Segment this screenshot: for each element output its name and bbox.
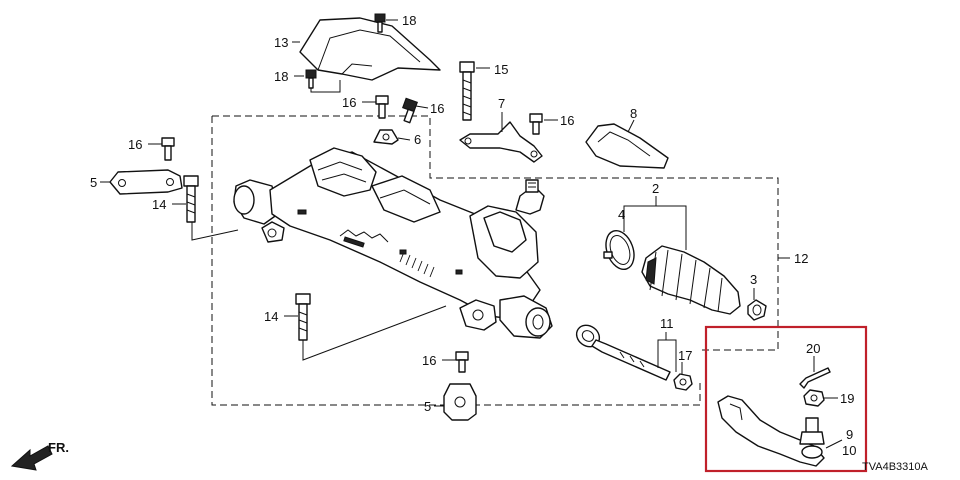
label-16-right: 16 (430, 101, 444, 116)
label-5-top: 5 (90, 175, 97, 190)
label-16-left: 16 (128, 137, 142, 152)
bolt-14-lower (295, 293, 311, 341)
bolt-16-right (402, 97, 418, 124)
front-direction-label: FR. (48, 440, 69, 455)
bolt-16-bottom (455, 351, 469, 373)
label-18-top: 18 (402, 13, 416, 28)
bolt-16-center (375, 95, 389, 119)
label-19: 19 (840, 391, 854, 406)
label-12: 12 (794, 251, 808, 266)
label-17: 17 (678, 348, 692, 363)
heat-shield (299, 17, 441, 81)
nut-17 (673, 373, 693, 391)
label-9: 9 (846, 427, 853, 442)
label-14-lower: 14 (264, 309, 278, 324)
boot-2 (641, 245, 741, 315)
diagram-code: TVA4B3310A (862, 461, 929, 473)
label-15: 15 (494, 62, 508, 77)
bolt-18-side (305, 69, 317, 89)
front-direction-arrow (10, 445, 53, 471)
clip-3 (747, 299, 767, 321)
clamp-ring-4 (603, 229, 635, 271)
label-16-center: 16 (342, 95, 356, 110)
label-3: 3 (750, 272, 757, 287)
bolt-15 (459, 61, 475, 121)
label-10: 10 (842, 443, 856, 458)
nut-19 (803, 389, 825, 407)
label-18-side: 18 (274, 69, 288, 84)
tie-rod-11 (575, 324, 671, 381)
mount-plate-5-top (109, 169, 183, 195)
hatch-band (399, 251, 435, 278)
bolt-18-top (374, 13, 386, 33)
mount-plate-5-bottom (443, 383, 477, 421)
label-16-bracket: 16 (560, 113, 574, 128)
label-11: 11 (660, 316, 674, 331)
steering-gearbox (233, 147, 553, 339)
label-13: 13 (274, 35, 288, 50)
label-2: 2 (652, 181, 659, 196)
label-16-bottom: 16 (422, 353, 436, 368)
label-8: 8 (630, 106, 637, 121)
label-20: 20 (806, 341, 820, 356)
label-6: 6 (414, 132, 421, 147)
bolt-16-left (161, 137, 175, 161)
bolt-20 (799, 367, 831, 389)
label-7: 7 (498, 96, 505, 111)
label-5-bottom: 5 (424, 399, 431, 414)
cover-8 (585, 123, 669, 169)
bracket-7 (459, 121, 543, 163)
label-4: 4 (618, 207, 625, 222)
bolt-14-upper (183, 175, 199, 223)
highlight-box (704, 325, 868, 473)
label-14-upper: 14 (152, 197, 166, 212)
bolt-16-bracket (529, 113, 543, 135)
clip-6 (373, 129, 399, 145)
leader-lines (100, 19, 843, 449)
tie-rod-end-9-10 (717, 395, 825, 467)
